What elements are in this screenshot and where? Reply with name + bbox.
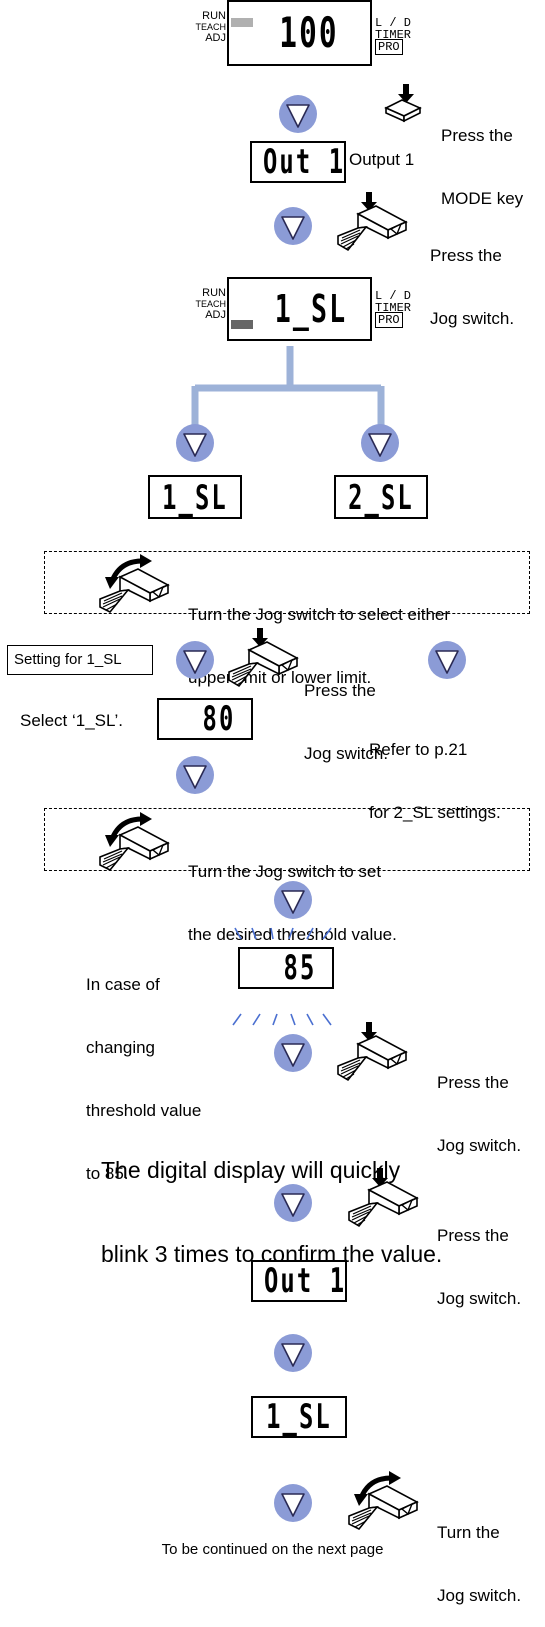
adj-indicator xyxy=(231,320,253,329)
case-line4: to 85. xyxy=(86,1164,129,1183)
timer-label: TIMER xyxy=(375,301,412,315)
turn-set-note xyxy=(44,808,530,871)
turn-jog-line2: Jog switch. xyxy=(437,1586,522,1605)
pro-label: PRO xyxy=(375,312,403,328)
adj-label: ADJ xyxy=(205,32,226,44)
jog-switch-press-icon xyxy=(347,1168,419,1228)
display-panel: 100 xyxy=(227,0,372,66)
down-arrow-icon xyxy=(273,1183,313,1223)
refer-line2: for 2_SL settings. xyxy=(369,803,501,822)
down-arrow-icon xyxy=(175,423,215,463)
down-arrow-icon xyxy=(273,1333,313,1373)
turn-set-line1: Turn the Jog switch to set xyxy=(188,862,382,881)
press-jog4-line1: Press the xyxy=(437,1226,509,1245)
setting-for-label: Setting for 1_SL xyxy=(14,651,122,668)
jog-switch-turn-icon xyxy=(98,811,170,871)
down-arrow-icon xyxy=(273,1033,313,1073)
press-mode-line2: MODE key xyxy=(441,189,524,208)
digital-display: 100 xyxy=(279,8,339,57)
turn-select-line1: Turn the Jog switch to select either xyxy=(188,605,451,624)
press-jog4-line2: Jog switch. xyxy=(437,1289,522,1308)
output1-label: Output 1 xyxy=(349,150,415,169)
press-jog2-line1: Press the xyxy=(304,681,376,700)
press-mode-line1: Press the xyxy=(441,126,513,145)
out1-display-again: Out 1 xyxy=(251,1260,347,1302)
turn-select-note xyxy=(44,551,530,614)
teach-label: TEACH xyxy=(195,299,226,309)
select-1sl-label: Select ‘1_SL’. xyxy=(20,711,124,730)
out1-display: Out 1 xyxy=(250,141,346,183)
pro-label: PRO xyxy=(375,39,403,55)
press-jog3-line1: Press the xyxy=(437,1073,509,1092)
ld-label: L / D xyxy=(375,289,412,303)
case-line1: In case of xyxy=(86,975,160,994)
press-jog1-line1: Press the xyxy=(430,246,502,265)
timer-label: TIMER xyxy=(375,28,412,42)
continued-note: To be continued on the next page xyxy=(161,1541,384,1558)
value-85-display: 85 xyxy=(238,947,334,989)
sl1-display-again: 1_SL xyxy=(251,1396,347,1438)
digital-display: 1_SL xyxy=(274,287,348,331)
setting-for-box: Setting for 1_SL xyxy=(7,645,153,675)
down-arrow-icon xyxy=(360,423,400,463)
sl2-choice-display: 2_SL xyxy=(334,475,428,519)
press-jog2-line2: Jog switch. xyxy=(304,744,389,763)
blink-rays-icon xyxy=(232,927,332,1026)
press-jog1-line2: Jog switch. xyxy=(430,309,515,328)
run-label: RUN xyxy=(202,10,226,22)
case-line3: threshold value xyxy=(86,1101,202,1120)
down-arrow-icon xyxy=(273,880,313,920)
jog-switch-turn-icon xyxy=(98,553,170,613)
branch-connector xyxy=(191,346,385,428)
down-arrow-icon xyxy=(427,640,467,680)
run-label: RUN xyxy=(202,287,226,299)
display-panel: 1_SL xyxy=(227,277,372,341)
down-arrow-icon xyxy=(175,755,215,795)
refer-line1: Refer to p.21 xyxy=(369,740,468,759)
jog-switch-turn-icon xyxy=(347,1470,419,1530)
down-arrow-icon xyxy=(175,640,215,680)
jog-switch-press-icon xyxy=(227,628,299,688)
run-indicator xyxy=(231,18,253,27)
ld-label: L / D xyxy=(375,16,412,30)
sl1-choice-display: 1_SL xyxy=(148,475,242,519)
value-80-display: 80 xyxy=(157,698,253,740)
press-jog3-line2: Jog switch. xyxy=(437,1136,522,1155)
adj-label: ADJ xyxy=(205,309,226,321)
down-arrow-icon xyxy=(273,1483,313,1523)
turn-jog-line1: Turn the xyxy=(437,1523,500,1542)
jog-switch-press-icon xyxy=(336,1022,408,1082)
blink-line1: The digital display will quickly xyxy=(101,1157,401,1183)
teach-label: TEACH xyxy=(195,22,226,32)
case-line2: changing xyxy=(86,1038,156,1057)
